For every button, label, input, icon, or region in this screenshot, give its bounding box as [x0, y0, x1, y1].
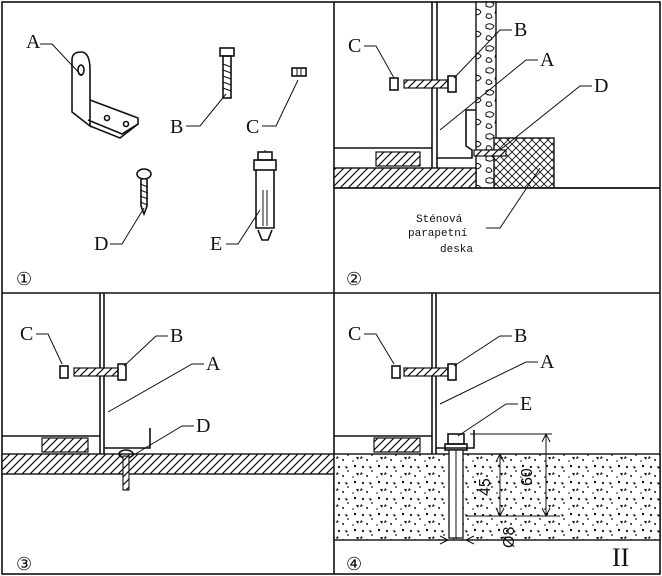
label-d: D — [196, 415, 210, 437]
label-a: A — [206, 353, 221, 375]
panel-1: A B C D — [16, 31, 307, 290]
screw-d — [136, 168, 152, 217]
nut-c-mounted — [389, 77, 399, 91]
note-line-1: Sténová — [416, 214, 463, 226]
panel-2: C B A D Sténová parapetní deska ② — [333, 1, 660, 290]
panel-number-2: ② — [346, 269, 362, 290]
wall-parapet-board — [493, 137, 555, 189]
label-c: C — [246, 116, 259, 138]
label-c: C — [348, 35, 361, 57]
bolt-b-mounted — [73, 367, 119, 377]
nut-c — [291, 67, 307, 77]
nut-c-mounted — [59, 365, 69, 379]
label-b: B — [514, 19, 527, 41]
label-c: C — [20, 323, 33, 345]
bracket-a — [71, 51, 139, 139]
label-a: A — [540, 351, 555, 373]
label-e: E — [210, 233, 222, 255]
panel-number-3: ③ — [16, 554, 32, 575]
bolt-b-mounted — [403, 79, 449, 89]
dimension-60: 60 — [519, 468, 536, 486]
panel-3: C B A D ③ — [1, 293, 335, 575]
panel-4: 45 60 Ø8 C B A E II ④ — [333, 293, 661, 575]
bracket-a-mounted — [436, 430, 475, 449]
bracket-a-mounted — [104, 428, 151, 449]
label-b: B — [170, 325, 183, 347]
dimension-lines — [430, 432, 560, 545]
bolt-b — [219, 47, 235, 99]
label-e: E — [520, 393, 532, 415]
concrete-slab — [333, 453, 661, 541]
floor-section — [1, 453, 335, 475]
label-c: C — [348, 323, 361, 345]
note-line-3: deska — [440, 244, 473, 256]
label-b: B — [514, 325, 527, 347]
label-a: A — [540, 49, 555, 71]
dimension-d8: Ø8 — [501, 527, 518, 548]
panel-number-1: ① — [16, 269, 32, 290]
anchor-e — [253, 150, 277, 241]
label-b: B — [170, 116, 183, 138]
screw-d-mounted — [473, 149, 507, 157]
nut-c-mounted — [391, 365, 401, 379]
furniture-foot — [41, 437, 89, 453]
panel-number-4: ④ — [346, 554, 362, 575]
stone-wall — [475, 1, 497, 189]
section-mark: II — [612, 543, 629, 572]
label-d: D — [94, 233, 108, 255]
floor-section — [333, 167, 477, 189]
screw-d-mounted — [122, 455, 130, 491]
note-line-2: parapetní — [408, 228, 468, 240]
label-d: D — [594, 75, 608, 97]
furniture-foot — [373, 437, 421, 453]
bolt-b-mounted — [403, 367, 449, 377]
bracket-a-mounted — [437, 109, 476, 159]
furniture-foot — [375, 151, 421, 167]
anchor-e-mounted — [444, 433, 468, 539]
dimension-45: 45 — [477, 478, 494, 496]
label-a: A — [26, 31, 41, 53]
